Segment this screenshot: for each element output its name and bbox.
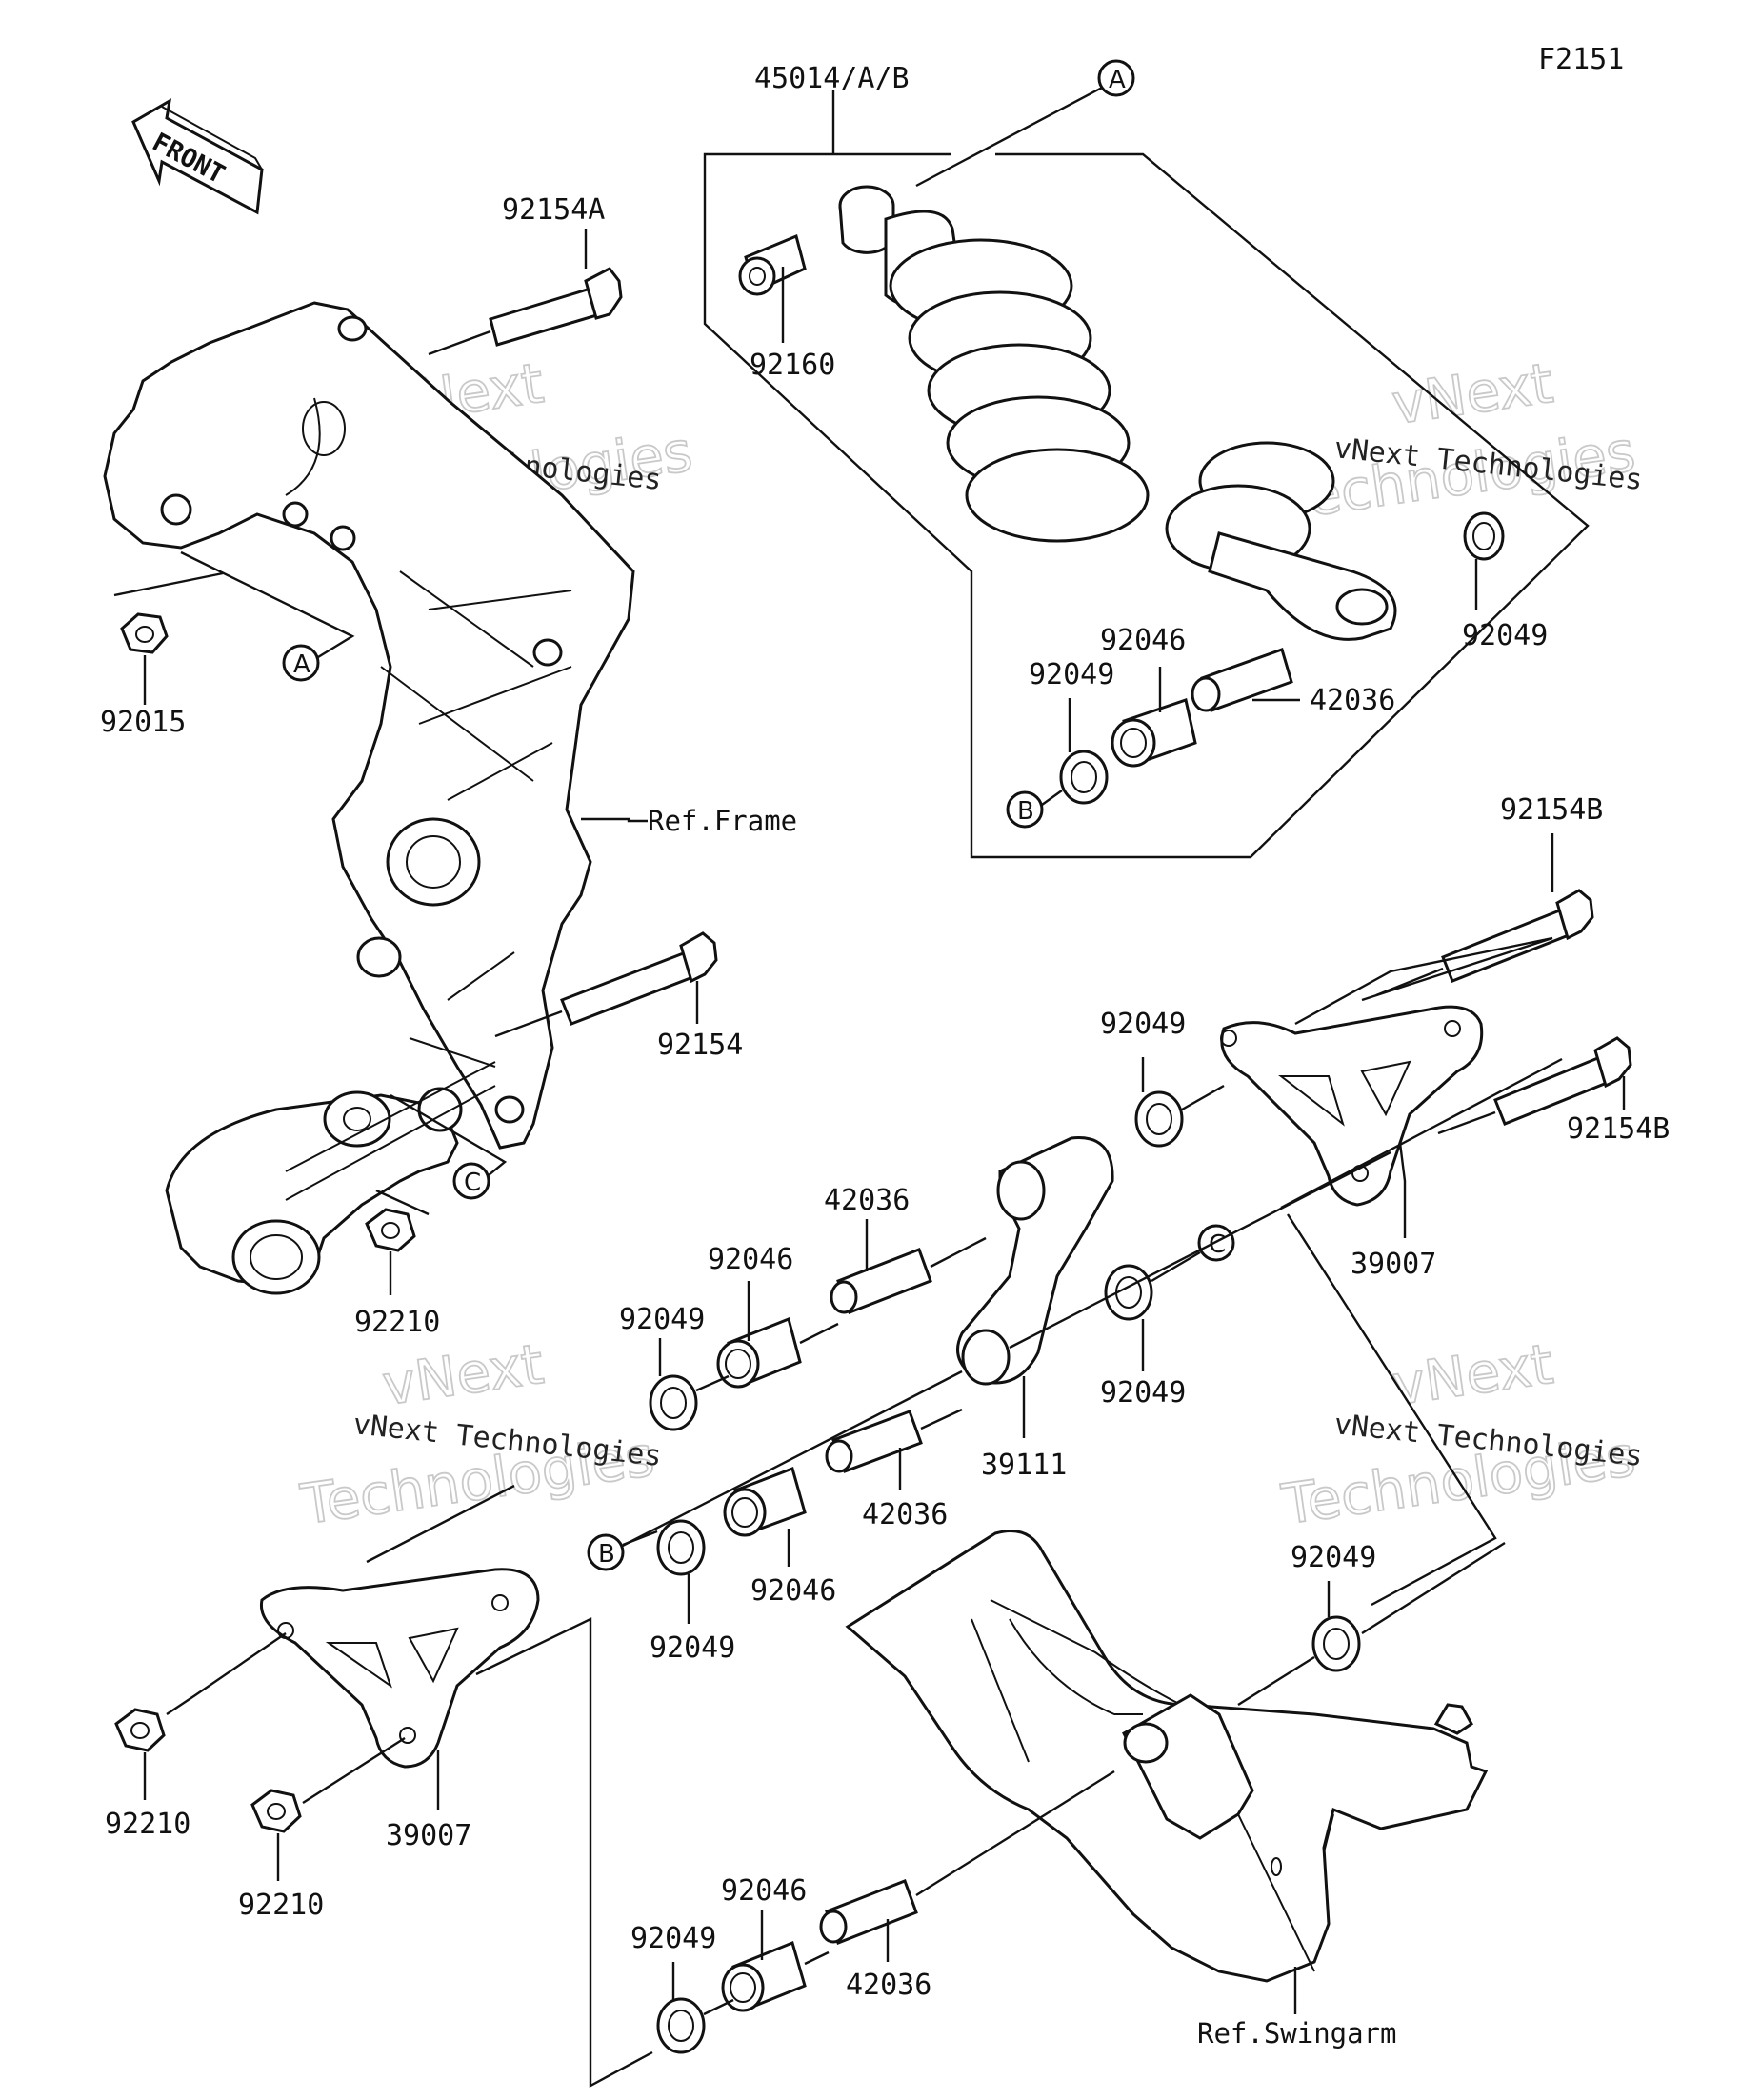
part-label-92046-shock: 92046 bbox=[1100, 624, 1186, 657]
bushing-42036-bottom bbox=[819, 1879, 918, 1945]
watermark-outline-vnext: vNext bbox=[378, 1331, 547, 1418]
bushing-92160 bbox=[738, 233, 807, 296]
nut-92210-frame bbox=[365, 1208, 416, 1252]
bearing-92046-mid-bottom bbox=[723, 1467, 807, 1537]
seal-92049-shock-b bbox=[1059, 750, 1109, 805]
callout-b-shock bbox=[1006, 790, 1044, 829]
part-label-92049-mid-right: 92049 bbox=[1100, 1376, 1186, 1410]
svg-text:B: B bbox=[1017, 797, 1034, 826]
seal-92049-mid-top bbox=[649, 1374, 698, 1431]
part-label-92154A: 92154A bbox=[502, 193, 605, 227]
svg-text:A: A bbox=[293, 650, 310, 679]
svg-text:B: B bbox=[598, 1540, 615, 1569]
part-label-92154: 92154 bbox=[657, 1029, 743, 1062]
callout-b-mid bbox=[587, 1533, 625, 1571]
seal-92049-bottom bbox=[656, 1997, 706, 2054]
part-label-92046-mid-top: 92046 bbox=[708, 1243, 793, 1276]
part-label-92049-right-top: 92049 bbox=[1100, 1008, 1186, 1041]
svg-text:A: A bbox=[1109, 66, 1126, 94]
part-label-39007-left: 39007 bbox=[386, 1819, 471, 1852]
part-label-92049-mid-top: 92049 bbox=[619, 1303, 705, 1336]
ref-frame-label: Ref.Frame bbox=[648, 805, 797, 837]
part-label-45014: 45014/A/B bbox=[754, 62, 910, 95]
seal-92049-mid-bottom bbox=[656, 1519, 706, 1576]
part-label-92210-left: 92210 bbox=[105, 1808, 190, 1841]
part-label-42036-bottom: 42036 bbox=[846, 1969, 931, 2002]
watermark-bottom-right: vNext Technologies vNext Technologies bbox=[1277, 1330, 1645, 1538]
watermark-bottom-left: vNext Technologies vNext Technologies bbox=[296, 1330, 664, 1538]
tie-rod-plate-39007-left bbox=[259, 1568, 540, 1769]
bushing-42036-mid-bottom bbox=[825, 1410, 923, 1473]
part-label-42036-shock: 42036 bbox=[1310, 684, 1395, 717]
part-label-42036-mid-top: 42036 bbox=[824, 1184, 910, 1217]
diagram-code: F2151 bbox=[1538, 43, 1624, 76]
tie-rod-plate-39007-right bbox=[1220, 1005, 1484, 1207]
callout-c-frame bbox=[452, 1162, 490, 1200]
svg-text:C: C bbox=[464, 1169, 481, 1197]
part-label-92046-bottom: 92046 bbox=[721, 1874, 807, 1908]
part-label-92154B-top: 92154B bbox=[1500, 793, 1603, 827]
part-label-39007-right: 39007 bbox=[1351, 1248, 1436, 1281]
part-label-92210-frame: 92210 bbox=[354, 1306, 440, 1339]
svg-text:C: C bbox=[1209, 1230, 1226, 1259]
bolt-92154A bbox=[489, 267, 623, 347]
seal-92049-shock-top bbox=[1463, 511, 1505, 561]
rocker-arm-39111 bbox=[956, 1136, 1114, 1386]
nut-92015 bbox=[120, 612, 169, 654]
part-label-92049-shock-b: 92049 bbox=[1029, 658, 1114, 691]
seal-92049-swingarm bbox=[1311, 1615, 1361, 1672]
part-label-39111: 39111 bbox=[981, 1449, 1067, 1482]
bearing-92046-shock bbox=[1111, 698, 1197, 768]
bolt-92154B-right bbox=[1493, 1036, 1632, 1126]
part-label-92015: 92015 bbox=[100, 706, 186, 739]
callout-a-frame bbox=[282, 644, 320, 682]
part-label-92049-bottom: 92049 bbox=[630, 1922, 716, 1955]
bushing-42036-mid-top bbox=[830, 1248, 932, 1314]
bearing-92046-mid-top bbox=[716, 1316, 802, 1389]
nut-92210-left bbox=[114, 1708, 166, 1752]
ref-swingarm-label: Ref.Swingarm bbox=[1197, 2017, 1397, 2050]
part-label-92154B-right: 92154B bbox=[1567, 1112, 1670, 1146]
bushing-42036-shock bbox=[1191, 648, 1293, 712]
bolt-92154 bbox=[560, 931, 718, 1026]
watermark-top-right: vNext Technologies vNext Technologies bbox=[1277, 350, 1645, 533]
seal-92049-mid-right bbox=[1104, 1264, 1153, 1321]
watermark-outline-vnext: vNext bbox=[1388, 350, 1556, 437]
part-label-92049-shock-top: 92049 bbox=[1462, 619, 1548, 652]
watermark-outline-vnext: vNext bbox=[1388, 1331, 1556, 1418]
part-label-92049-mid-bottom: 92049 bbox=[650, 1631, 735, 1665]
part-label-42036-mid-bottom: 42036 bbox=[862, 1498, 948, 1531]
callout-a-top bbox=[1097, 59, 1135, 97]
part-label-92049-swingarm: 92049 bbox=[1291, 1541, 1376, 1574]
nut-92210-left-bottom bbox=[250, 1789, 302, 1833]
part-label-92046-mid-bottom: 92046 bbox=[750, 1574, 836, 1608]
shock-assembly-outline bbox=[703, 152, 1590, 859]
part-label-92160: 92160 bbox=[750, 349, 835, 382]
frame-bracket bbox=[103, 301, 635, 1150]
frame-lower-mount bbox=[165, 1061, 496, 1295]
bearing-92046-bottom bbox=[721, 1940, 807, 2012]
shock-absorber-45014 bbox=[838, 185, 1397, 641]
part-label-92210-left-bottom: 92210 bbox=[238, 1889, 324, 1922]
seal-92049-right-top bbox=[1134, 1090, 1184, 1148]
front-direction-arrow: FRONT bbox=[131, 98, 264, 215]
swingarm bbox=[845, 1530, 1489, 1983]
